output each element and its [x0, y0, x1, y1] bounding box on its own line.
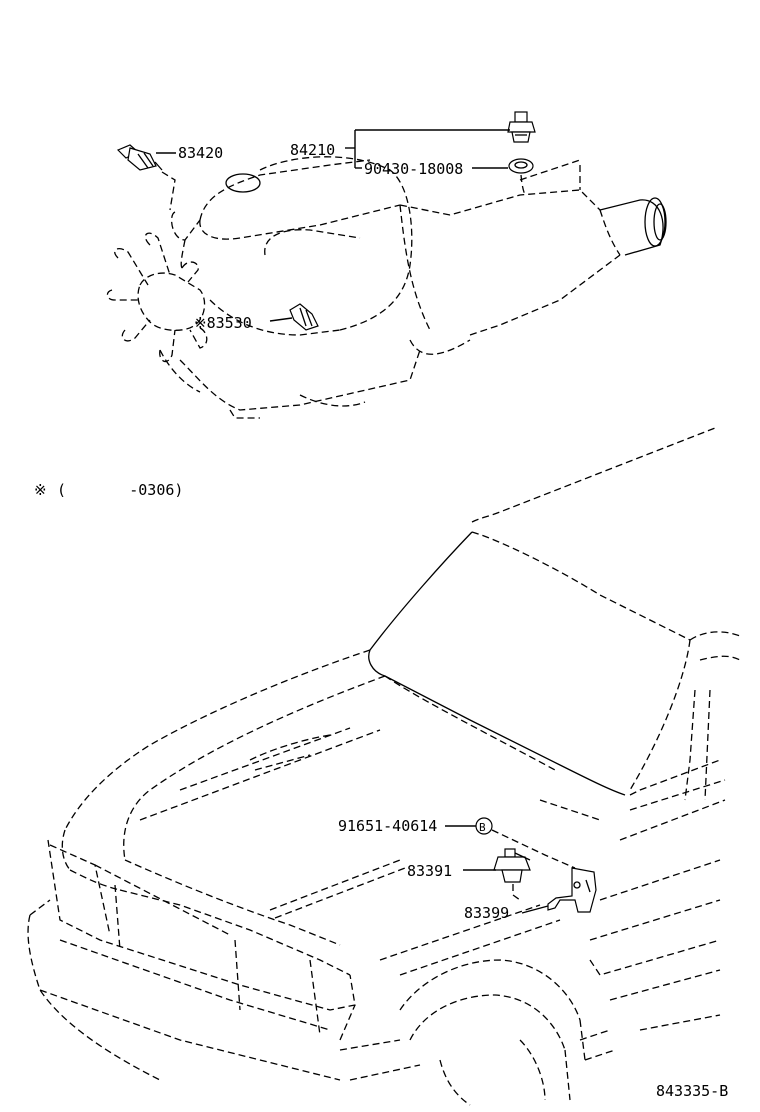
note-mark: ※ [34, 481, 47, 499]
bolt-letter: B [479, 821, 486, 834]
label-83530: ※83530 [194, 314, 252, 332]
label-83420: 83420 [178, 144, 223, 162]
switch-83391 [493, 848, 531, 883]
label-83399: 83399 [464, 904, 509, 922]
diagram-id: 843335-B [656, 1082, 728, 1100]
switch-84210 [507, 111, 536, 143]
label-91651-40614: 91651-40614 [338, 817, 437, 835]
label-83391: 83391 [407, 862, 452, 880]
vehicle-illustration [27, 427, 741, 1106]
bracket-83399 [547, 867, 597, 913]
label-90430-18008: 90430-18008 [364, 160, 463, 178]
note-text: ( -0306) [57, 481, 183, 499]
leader-lines-bottom [445, 825, 549, 914]
fan-illustration [106, 211, 208, 363]
bolt-91651-40614: B [475, 817, 493, 835]
label-84210: 84210 [290, 141, 335, 159]
engine-illustration [106, 111, 667, 419]
sensor-83530 [289, 303, 319, 331]
leader-lines-top [156, 129, 510, 322]
gasket-90430 [508, 158, 534, 174]
sensor-83420 [116, 144, 163, 171]
